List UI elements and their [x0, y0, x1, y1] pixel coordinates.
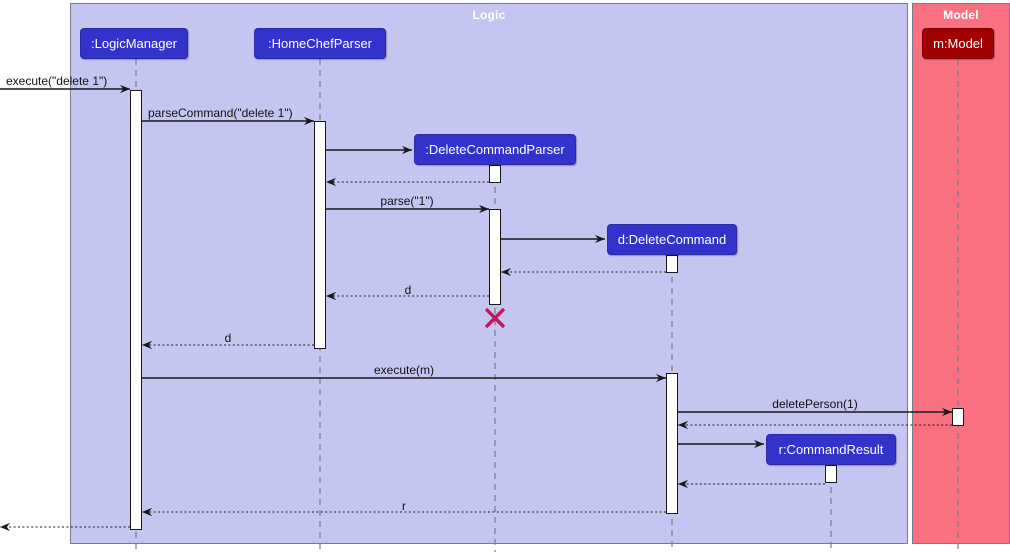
- participant-box-model[interactable]: m:Model: [922, 28, 994, 59]
- partition-label-logic: Logic: [472, 8, 506, 22]
- message-label-m8: d: [404, 283, 412, 297]
- activation-bar-model: [952, 408, 964, 426]
- message-label-m11: deletePerson(1): [772, 397, 858, 411]
- participant-label-homeChefParser: :HomeChefParser: [267, 36, 373, 51]
- message-label-m2: parseCommand("delete 1"): [148, 106, 293, 120]
- destroy-deletecommandparser-icon: [484, 307, 506, 329]
- activation-bar-deleteCommand: [666, 373, 678, 514]
- participant-box-logicManager[interactable]: :LogicManager: [80, 28, 188, 59]
- message-label-m5: parse("1"): [380, 194, 434, 208]
- partition-label-model: Model: [943, 8, 979, 22]
- messages: [0, 84, 952, 532]
- participant-label-deleteCommandParser: :DeleteCommandParser: [425, 142, 565, 157]
- participant-box-homeChefParser[interactable]: :HomeChefParser: [254, 28, 386, 59]
- activation-bar-logicManager: [130, 90, 142, 530]
- participant-label-model: m:Model: [933, 36, 983, 51]
- participant-box-deleteCommandParser[interactable]: :DeleteCommandParser: [414, 134, 576, 165]
- participant-box-deleteCommand[interactable]: d:DeleteCommand: [607, 224, 737, 255]
- partition-model: Model: [912, 3, 1010, 544]
- destroy-markers: [484, 307, 506, 329]
- message-label-m15: r: [402, 499, 406, 513]
- activation-bar-deleteCommandParser: [489, 209, 501, 305]
- message-label-m10: execute(m): [373, 363, 435, 377]
- message-label-m9: d: [224, 331, 232, 345]
- activation-bar-deleteCommandParser: [489, 165, 501, 183]
- activation-bar-commandResult: [825, 465, 837, 483]
- message-label-m1: execute("delete 1"): [6, 74, 108, 88]
- participant-label-logicManager: :LogicManager: [91, 36, 177, 51]
- activation-bar-deleteCommand: [666, 255, 678, 273]
- participant-label-deleteCommand: d:DeleteCommand: [617, 232, 727, 247]
- activation-bar-homeChefParser: [314, 121, 326, 349]
- participant-label-commandResult: r:CommandResult: [778, 442, 884, 457]
- participant-box-commandResult[interactable]: r:CommandResult: [766, 434, 896, 465]
